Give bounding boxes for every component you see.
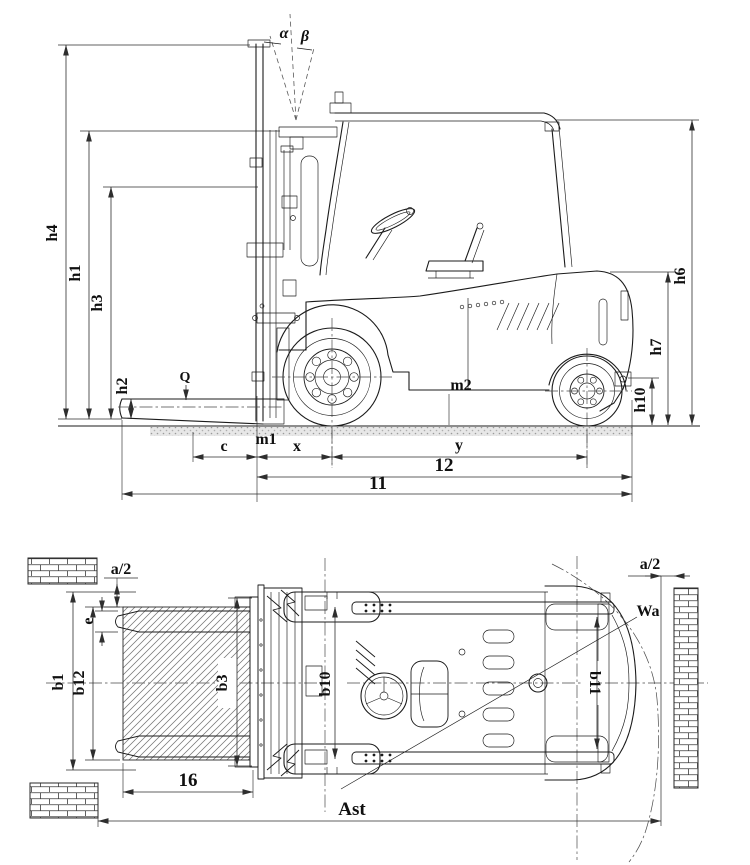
rear-light xyxy=(620,290,629,321)
front-wheel-arch xyxy=(276,304,389,356)
body-outline xyxy=(305,270,634,412)
guard-rail-bottom xyxy=(351,751,615,765)
clearance-left: a/2 xyxy=(104,561,138,608)
steering-wheel-plan xyxy=(360,672,408,720)
fork-side xyxy=(118,398,285,425)
mast-slashes xyxy=(355,640,376,685)
aisle-width-dimension: Ast xyxy=(97,799,662,827)
pallet-length-dimension: 16 xyxy=(122,763,254,798)
steering-wheel-side xyxy=(365,207,416,261)
m1-label: m1 xyxy=(255,431,276,448)
truck-plan xyxy=(263,585,637,781)
ground-hatch xyxy=(150,427,633,436)
h10-label: h10 xyxy=(632,388,649,413)
beta-angle-label: β xyxy=(300,28,310,45)
turning-radius: Wa xyxy=(340,563,660,863)
guard-rail-top xyxy=(351,601,615,615)
wall-right xyxy=(673,587,699,789)
alpha-angle-label: α xyxy=(280,25,290,42)
turning-arc xyxy=(551,563,659,863)
m2-label: m2 xyxy=(450,377,471,394)
c-dimension-label: c xyxy=(220,438,227,455)
rear-wheel-lugs xyxy=(571,376,603,406)
load-capacity-arrow: Q xyxy=(180,370,191,401)
h1-label: h1 xyxy=(67,265,84,282)
hinge-row xyxy=(459,299,505,310)
battery-vents xyxy=(482,629,515,748)
rear-pillar xyxy=(551,128,566,268)
h7-label: h7 xyxy=(648,339,665,356)
rear-tire-top xyxy=(545,603,609,631)
lift-cylinder-cover xyxy=(300,155,319,267)
tow-pin-plan xyxy=(528,673,548,693)
b12-label: b12 xyxy=(71,671,88,696)
top-view: a/2 a/2 xyxy=(27,556,708,863)
h4-label: h4 xyxy=(44,225,61,242)
height-dimensions-left: h4 h1 h3 h2 xyxy=(44,44,280,420)
length-dimensions: m1 m2 c x y 12 11 xyxy=(121,377,633,502)
b11-label: b11 xyxy=(586,671,603,695)
mast-plan xyxy=(263,587,303,779)
wa-label: Wa xyxy=(636,603,659,620)
mast-section-hatch xyxy=(266,589,300,777)
h3-label: h3 xyxy=(89,295,106,312)
counterweight-seam xyxy=(551,273,558,345)
fork-thickness-dimension: e xyxy=(80,597,118,646)
fork-shank xyxy=(276,327,290,401)
b1-label: b1 xyxy=(50,674,67,691)
track-dimensions: b10 b11 xyxy=(317,606,603,760)
b3-label: b3 xyxy=(214,675,231,692)
forks-plan xyxy=(115,610,250,758)
front-tire-top xyxy=(283,591,381,623)
front-tire-bottom xyxy=(283,743,381,775)
front-wheel xyxy=(272,318,392,468)
a2-left-label: a/2 xyxy=(111,561,131,578)
h6-label: h6 xyxy=(672,268,689,285)
mast-tilt-angles: α β xyxy=(263,13,315,121)
mast xyxy=(246,39,338,422)
front-pillar xyxy=(319,121,344,276)
counterweight-plan xyxy=(544,585,637,781)
side-view: α β h4 h1 h3 h2 Q xyxy=(44,13,700,502)
l2-dimension-label: 12 xyxy=(435,455,454,476)
x-dimension-label: x xyxy=(293,438,301,455)
clearance-right: a/2 xyxy=(628,556,690,579)
operator-seat xyxy=(425,222,485,279)
y-dimension-label: y xyxy=(455,437,463,454)
bolt-dots xyxy=(364,603,392,763)
l1-dimension-label: 11 xyxy=(369,473,387,494)
l6-label: 16 xyxy=(179,770,198,791)
rear-wheel xyxy=(545,348,632,468)
truck-body-side xyxy=(276,270,634,412)
q-label: Q xyxy=(180,370,191,385)
rear-tire-bottom xyxy=(545,735,609,763)
tow-pin-bracket xyxy=(614,371,632,387)
tilt-cylinder xyxy=(256,312,296,324)
ast-label: Ast xyxy=(338,799,366,820)
carriage-top-bar xyxy=(278,126,338,138)
overhead-guard xyxy=(319,91,573,276)
a2-right-label: a/2 xyxy=(640,556,660,573)
h2-label: h2 xyxy=(114,378,131,395)
width-dimensions: b1 b12 b3 xyxy=(50,591,252,771)
wa-leader-line xyxy=(340,616,638,790)
wall-top-left xyxy=(27,557,98,585)
carriage-bolts xyxy=(259,618,263,747)
wall-bottom-left xyxy=(29,782,99,819)
e-label: e xyxy=(80,617,97,624)
b10-label: b10 xyxy=(317,672,334,697)
engine-vents xyxy=(496,302,560,331)
height-dimensions-right: h6 h7 h10 xyxy=(556,119,699,426)
rear-wheel-arch xyxy=(548,353,627,391)
